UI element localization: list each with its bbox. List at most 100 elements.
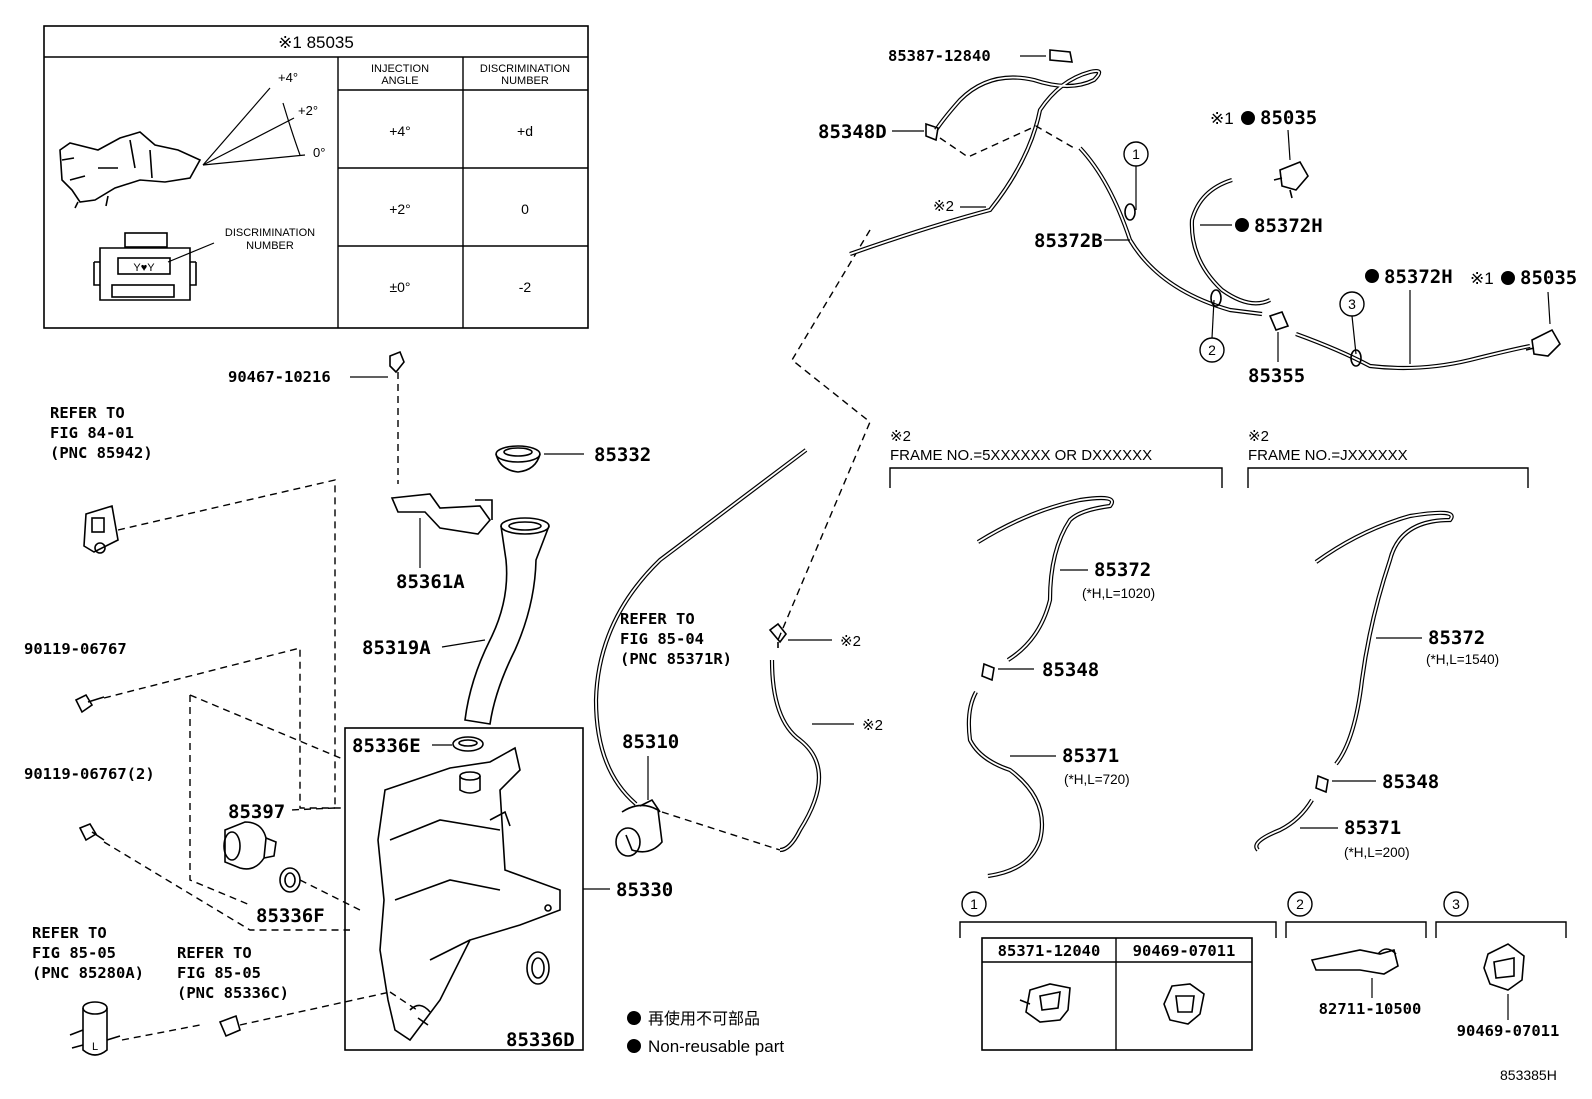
row1-number: +d (517, 123, 533, 139)
part-85336E[interactable]: 85336E (352, 735, 421, 757)
ref-fig-84-01[interactable]: REFER TO FIG 84-01 (PNC 85942) (50, 404, 153, 462)
angle-mark-plus2: +2° (298, 103, 318, 118)
ref-fig-85-04[interactable]: REFER TO FIG 85-04 (PNC 85371R) (620, 610, 732, 668)
part-85319A[interactable]: 85319A (362, 637, 431, 659)
ref-line2: FIG 85-05 (177, 964, 261, 982)
part-85372H-upper[interactable]: 85372H (1254, 215, 1323, 237)
level-sensor-part (83, 504, 119, 554)
part-90469-07011-a[interactable]: 90469-07011 (1133, 942, 1236, 960)
part-85355[interactable]: 85355 (1248, 365, 1305, 387)
part-85371-right[interactable]: 85371 (1344, 817, 1401, 839)
ref-line2: FIG 85-04 (620, 630, 704, 648)
length-85372-right: (*H,L=1540) (1426, 652, 1499, 667)
hose-85372b (1078, 146, 1263, 317)
mark-star2-a: ※2 (840, 633, 861, 650)
ref-line3: (PNC 85942) (50, 444, 153, 462)
frame-right-label: FRAME NO.=JXXXXXX (1248, 447, 1408, 464)
part-85348-right[interactable]: 85348 (1382, 771, 1439, 793)
ref-line3: (PNC 85280A) (32, 964, 144, 982)
row3-angle: ±0° (389, 279, 410, 295)
part-85348-left[interactable]: 85348 (1042, 659, 1099, 681)
circle-mark-1a: 1 (1132, 146, 1140, 162)
joint-85348-left (981, 662, 995, 682)
hose-middle-star2 (769, 659, 821, 853)
pump-85310 (615, 798, 663, 857)
nozzle-angle-illustration: +4° +2° 0° (59, 70, 325, 209)
discrimination-label-l2: NUMBER (246, 240, 294, 252)
ref-fig-85-05-b[interactable]: REFER TO FIG 85-05 (PNC 85336C) (177, 944, 289, 1002)
washer-tank-85330 (377, 746, 561, 1042)
cap-85332 (495, 445, 541, 473)
part-85361A[interactable]: 85361A (396, 571, 465, 593)
part-85310[interactable]: 85310 (622, 731, 679, 753)
grommet-85336d (526, 951, 550, 985)
joint-85348d (925, 122, 939, 142)
part-85397[interactable]: 85397 (228, 801, 285, 823)
clamp-table-1 (981, 937, 1253, 1051)
col-angle-header-l1: INJECTION (371, 63, 429, 75)
connector-85387 (1049, 49, 1073, 63)
part-85387-12840[interactable]: 85387-12840 (888, 47, 991, 65)
figure-id: 853385H (1500, 1067, 1557, 1083)
clamp-90469-07011-b (1483, 943, 1525, 991)
part-85336D[interactable]: 85336D (506, 1029, 575, 1051)
part-90467-10216[interactable]: 90467-10216 (228, 368, 331, 386)
ref-line1: REFER TO (620, 610, 695, 628)
bolt-90119-a (74, 693, 105, 714)
part-90119-06767-2[interactable]: 90119-06767(2) (24, 765, 155, 783)
part-85372B[interactable]: 85372B (1034, 230, 1103, 252)
circle-mark-3a: 3 (1348, 296, 1356, 312)
ref-line1: REFER TO (177, 944, 252, 962)
length-85371-right: (*H,L=200) (1344, 845, 1410, 860)
part-85372-right[interactable]: 85372 (1428, 627, 1485, 649)
mark-star1-a: ※1 (1210, 109, 1234, 128)
nozzle-85035-upper (1273, 160, 1309, 199)
hose-85372h-lower (1295, 332, 1531, 371)
hose-85372-left (976, 495, 1114, 662)
part-85035-lower[interactable]: 85035 (1520, 267, 1577, 289)
part-85332[interactable]: 85332 (594, 444, 651, 466)
nozzle-angle-table: ※1 85035 INJECTION ANGLE DISCRIMINATION … (43, 25, 589, 329)
table-title: ※1 85035 (278, 33, 354, 52)
hose-85371-left (966, 690, 1045, 879)
grommet-85336e (452, 736, 484, 752)
part-90119-06767[interactable]: 90119-06767 (24, 640, 127, 658)
discrimination-number-illustration: Y♥Y DISCRIMINATION NUMBER (93, 227, 315, 301)
hose-85372-top (849, 68, 1102, 256)
clip-90467 (389, 350, 405, 374)
ref-fig-85-05-a[interactable]: REFER TO FIG 85-05 (PNC 85280A) (32, 924, 144, 982)
hose-85371-right (1254, 798, 1314, 852)
clip-82711-10500 (1310, 948, 1399, 975)
part-90469-07011-b[interactable]: 90469-07011 (1457, 1022, 1560, 1040)
angle-mark-plus4: +4° (278, 70, 298, 85)
part-85035-upper[interactable]: 85035 (1260, 107, 1317, 129)
mark-star2-frame-left: ※2 (890, 428, 911, 445)
ref-line1: REFER TO (50, 404, 125, 422)
svg-text:L: L (92, 1041, 98, 1053)
part-85348D[interactable]: 85348D (818, 121, 887, 143)
legend: 再使用不可部品 Non-reusable part (627, 1010, 784, 1056)
part-85371-12040[interactable]: 85371-12040 (998, 942, 1101, 960)
part-85371-left[interactable]: 85371 (1062, 745, 1119, 767)
angle-mark-zero: 0° (313, 145, 325, 160)
part-82711-10500[interactable]: 82711-10500 (1319, 1000, 1422, 1018)
part-85336F[interactable]: 85336F (256, 905, 325, 927)
part-85330[interactable]: 85330 (616, 879, 673, 901)
clamp-85371-12040 (1019, 983, 1071, 1023)
clamp-90469-07011-a (1163, 983, 1205, 1025)
ref-line2: FIG 85-05 (32, 944, 116, 962)
row2-angle: +2° (389, 201, 411, 217)
grommet-85336f (279, 867, 301, 893)
joint-85348-right (1315, 774, 1329, 794)
inlet-pipe-85319a (464, 517, 550, 725)
part-85372-left[interactable]: 85372 (1094, 559, 1151, 581)
joint-star2-middle (768, 622, 788, 648)
bracket-85361a (390, 493, 493, 535)
part-85372H-lower[interactable]: 85372H (1384, 266, 1453, 288)
length-85372-left: (*H,L=1020) (1082, 586, 1155, 601)
legend-jp: 再使用不可部品 (648, 1010, 760, 1028)
discrimination-stamp: Y♥Y (133, 262, 155, 274)
nozzle-85035-lower (1525, 328, 1561, 357)
pump-85397 (223, 821, 277, 870)
